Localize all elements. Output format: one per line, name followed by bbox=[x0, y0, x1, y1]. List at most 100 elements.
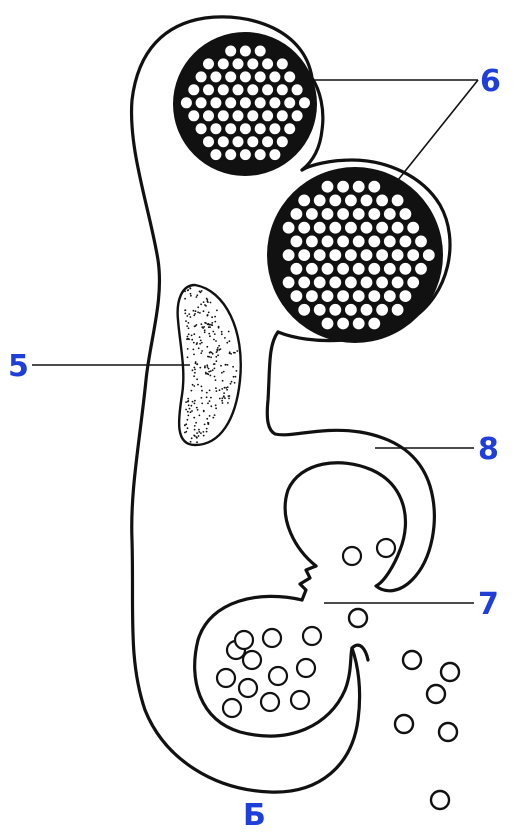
packed-cell bbox=[344, 276, 357, 289]
stipple-dot bbox=[211, 316, 213, 318]
stipple-dot bbox=[196, 294, 198, 296]
stipple-dot bbox=[200, 291, 202, 293]
packed-cell bbox=[329, 221, 342, 234]
packed-cell bbox=[352, 180, 365, 193]
stipple-dot bbox=[192, 349, 194, 351]
packed-cell bbox=[298, 97, 311, 110]
stipple-dot bbox=[190, 441, 192, 443]
stipple-dot bbox=[207, 373, 209, 375]
stipple-dot bbox=[185, 320, 187, 322]
stipple-dot bbox=[218, 345, 220, 347]
stipple-dot bbox=[187, 400, 189, 402]
packed-cell bbox=[282, 248, 295, 261]
packed-cell bbox=[329, 248, 342, 261]
stipple-dot bbox=[201, 323, 203, 325]
stipple-dot bbox=[215, 379, 217, 381]
stipple-dot bbox=[207, 366, 209, 368]
packed-cell bbox=[329, 276, 342, 289]
stipple-dot bbox=[229, 340, 231, 342]
packed-cell bbox=[360, 221, 373, 234]
stipple-dot bbox=[187, 338, 189, 340]
stipple-dot bbox=[201, 350, 203, 352]
stipple-dot bbox=[206, 396, 208, 398]
packed-cell bbox=[276, 135, 289, 148]
packed-cell bbox=[305, 235, 318, 248]
stipple-dot bbox=[190, 316, 192, 318]
packed-cell bbox=[368, 262, 381, 275]
stipple-dot bbox=[188, 327, 190, 329]
packed-cell bbox=[329, 194, 342, 207]
released-cell bbox=[439, 723, 457, 741]
stipple-dot bbox=[190, 411, 192, 413]
stipple-dot bbox=[210, 302, 212, 304]
packed-cell bbox=[352, 262, 365, 275]
stipple-dot bbox=[187, 336, 189, 338]
stipple-dot bbox=[203, 435, 205, 437]
pouch-cell bbox=[217, 669, 235, 687]
stipple-dot bbox=[190, 293, 192, 295]
packed-cell bbox=[232, 58, 245, 71]
packed-cell bbox=[391, 248, 404, 261]
packed-cell bbox=[283, 97, 296, 110]
stipple-dot bbox=[200, 432, 202, 434]
pore-opening bbox=[300, 566, 316, 600]
pouch-cells bbox=[217, 627, 321, 717]
packed-cell bbox=[254, 71, 267, 84]
packed-cell bbox=[202, 110, 215, 123]
stipple-dot bbox=[197, 384, 199, 386]
stipple-dot bbox=[201, 397, 203, 399]
stipple-dot bbox=[224, 337, 226, 339]
stipple-dot bbox=[217, 354, 219, 356]
stipple-dot bbox=[195, 362, 197, 364]
stipple-dot bbox=[223, 392, 225, 394]
packed-cell bbox=[375, 248, 388, 261]
stipple-dot bbox=[193, 333, 195, 335]
released-cell bbox=[427, 685, 445, 703]
stipple-dot bbox=[187, 419, 189, 421]
stipple-dot bbox=[199, 336, 201, 338]
packed-cell bbox=[352, 289, 365, 302]
packed-cell bbox=[202, 135, 215, 148]
stipple-dot bbox=[203, 431, 205, 433]
stipple-dot bbox=[192, 369, 194, 371]
packed-cell bbox=[217, 84, 230, 97]
packed-cell bbox=[290, 262, 303, 275]
packed-cell bbox=[210, 71, 223, 84]
stipple-dot bbox=[221, 333, 223, 335]
packed-cell bbox=[407, 248, 420, 261]
packed-cell bbox=[283, 122, 296, 135]
stipple-dot bbox=[187, 398, 189, 400]
lower-pouch-outline bbox=[195, 596, 352, 736]
pouch-cell bbox=[291, 691, 309, 709]
packed-cell bbox=[336, 180, 349, 193]
stipple-dot bbox=[230, 383, 232, 385]
packed-cell bbox=[368, 207, 381, 220]
packed-cell bbox=[298, 303, 311, 316]
packed-cell bbox=[261, 58, 274, 71]
stipple-dot bbox=[236, 370, 238, 372]
packed-cell bbox=[399, 207, 412, 220]
packed-cell bbox=[202, 84, 215, 97]
stipple-dot bbox=[188, 313, 190, 315]
released-cell bbox=[349, 609, 367, 627]
released-cell bbox=[441, 663, 459, 681]
pouch-cell bbox=[261, 693, 279, 711]
packed-cell bbox=[217, 110, 230, 123]
stipple-dot bbox=[190, 295, 192, 297]
stipple-dot bbox=[222, 380, 224, 382]
stipple-dot bbox=[214, 414, 216, 416]
stipple-dot bbox=[201, 386, 203, 388]
stipple-dot bbox=[223, 395, 225, 397]
packed-cell bbox=[298, 276, 311, 289]
stipple-dot bbox=[200, 340, 202, 342]
label-6: 6 bbox=[480, 64, 501, 99]
stipple-dot bbox=[193, 375, 195, 377]
stipple-dot bbox=[188, 404, 190, 406]
stipple-dot bbox=[197, 306, 199, 308]
stipple-dot bbox=[224, 397, 226, 399]
packed-cell bbox=[188, 84, 201, 97]
packed-cell bbox=[414, 235, 427, 248]
stipple-dot bbox=[204, 331, 206, 333]
packed-cell bbox=[321, 262, 334, 275]
stipple-dot bbox=[228, 331, 230, 333]
